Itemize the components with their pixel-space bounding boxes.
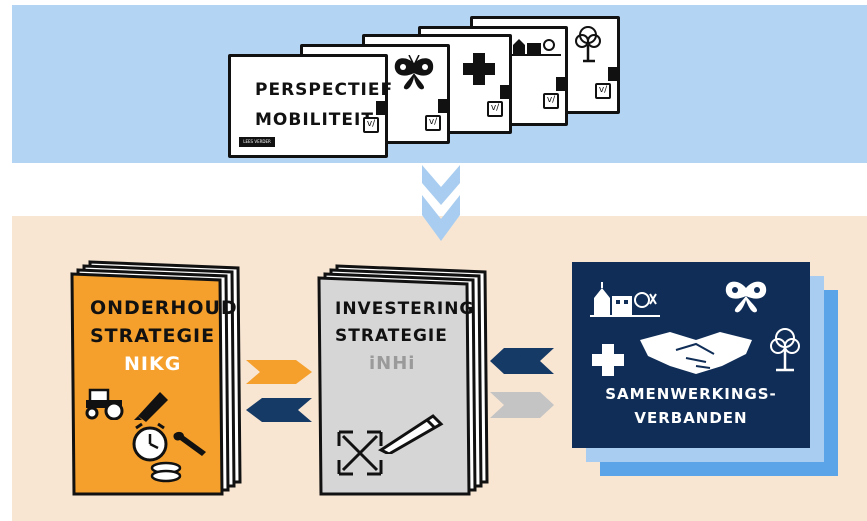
tree-icon [575, 26, 601, 63]
book-investering-strategie: INVESTERING STRATEGIE iNHi [315, 262, 493, 498]
down-arrow-icon [422, 165, 460, 241]
pen-icon [134, 392, 168, 422]
card-title: PERSPECTIEF MOBILITEIT [255, 80, 394, 130]
cross-icon [463, 53, 495, 85]
butterfly-icon [394, 55, 434, 90]
book-pages [70, 260, 242, 496]
book-samenwerkingsverbanden: SAMENWERKINGS- VERBANDEN [572, 262, 810, 448]
pen-icon [377, 414, 444, 454]
handshake-icon [640, 332, 752, 374]
arrow-left-navy-icon [246, 398, 312, 422]
book-title: INVESTERING STRATEGIE iNHi [335, 299, 475, 374]
clock-icon [132, 422, 168, 462]
book-pages [317, 264, 489, 496]
arrow-left-navy-icon-2 [490, 348, 554, 374]
arrow-right-orange-icon [246, 360, 312, 384]
tree-icon [770, 328, 800, 372]
village-icon [511, 39, 561, 56]
book-title: ONDERHOUD STRATEGIE NIKG [90, 297, 238, 375]
book-onderhoud-strategie: ONDERHOUD STRATEGIE NIKG [70, 258, 245, 498]
wrench-icon [173, 431, 206, 456]
cross-icon [592, 344, 624, 376]
read-more-button[interactable]: LEES VERDER [239, 137, 275, 147]
butterfly-icon [725, 281, 767, 313]
arrow-right-grey-icon [490, 392, 554, 418]
village-icon [590, 282, 660, 317]
tractor-icon [85, 388, 124, 420]
card-perspectief-mobiliteit[interactable]: PERSPECTIEF MOBILITEIT LEES VERDER v/ [228, 54, 392, 158]
coins-icon [150, 461, 182, 483]
book-title: SAMENWERKINGS- VERBANDEN [605, 385, 777, 427]
expand-arrows-icon [337, 430, 383, 476]
